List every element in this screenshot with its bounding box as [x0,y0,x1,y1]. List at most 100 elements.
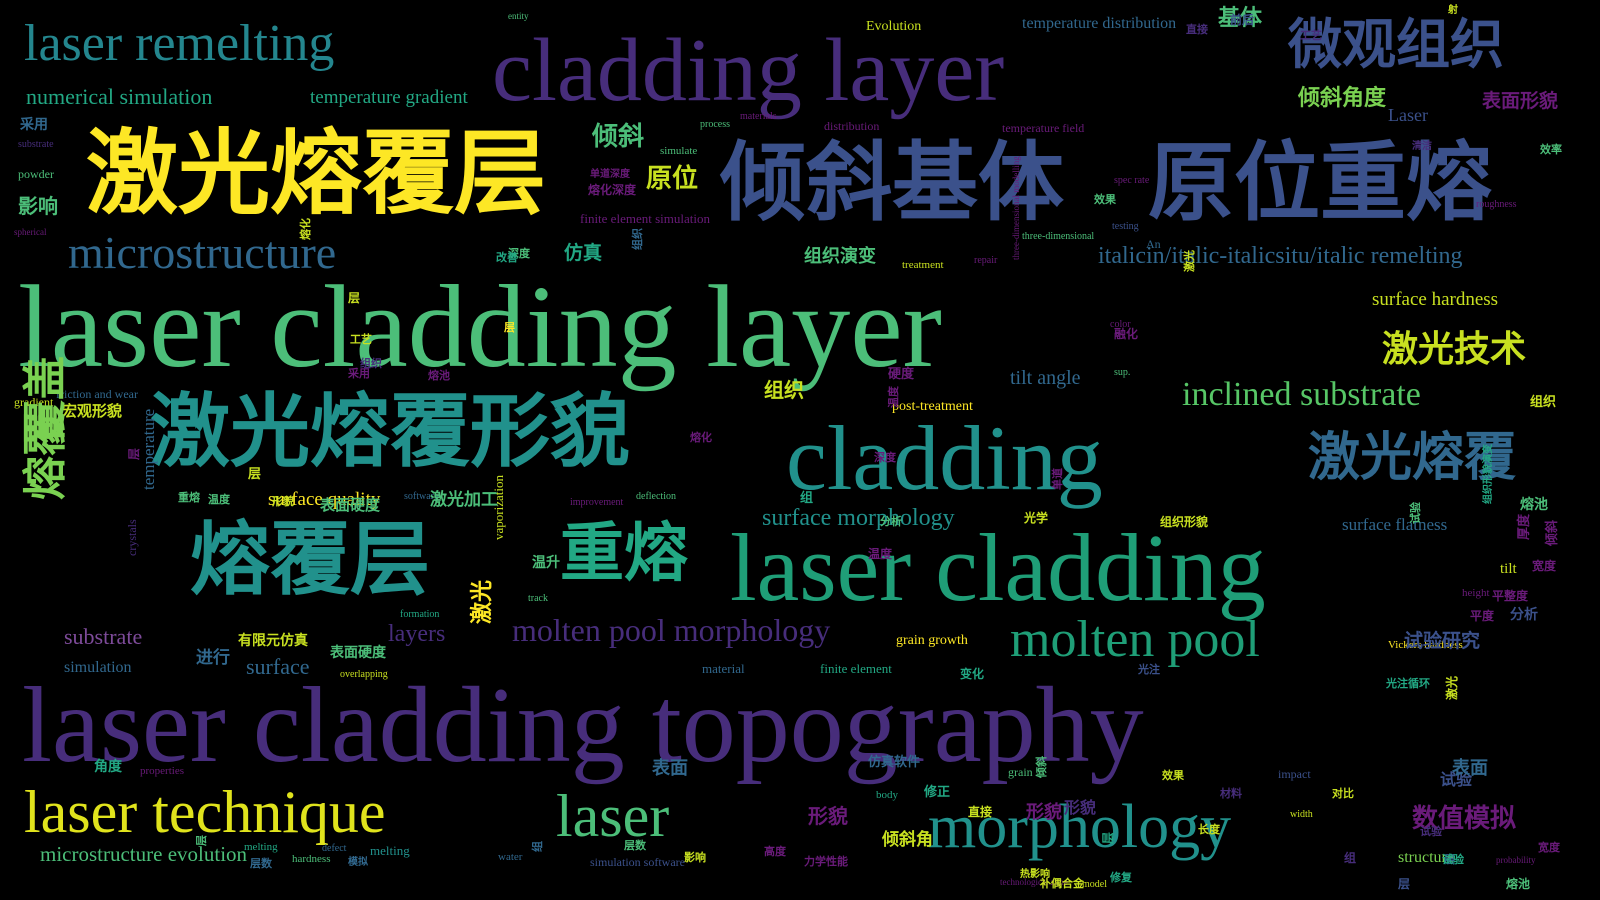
word-16: 激光熔覆 [1308,428,1517,488]
word-24: numerical simulation [26,84,213,109]
word-131: 层 [248,467,262,482]
word-79: technological zone [1000,877,1068,887]
word-76: height [1462,587,1490,599]
word-41: finite element [820,661,892,676]
word-125: 光注 [1138,663,1160,676]
word-88: 仿真 [564,242,603,264]
word-9: 熔覆层 [190,513,430,606]
word-116: 平度 [1470,609,1495,623]
word-44: Laser [1388,105,1428,125]
word-159: 试验 [1409,502,1422,524]
word-42: finite element simulation [580,211,710,226]
word-178: 对比 [1332,787,1354,800]
word-81: 倾斜角度 [1298,86,1387,111]
word-45: material [702,661,745,676]
word-50: gradient [14,395,54,409]
word-164: three-dimensional modelling [1011,156,1021,260]
word-87: 组织 [764,378,804,402]
word-43: Evolution [866,19,922,34]
word-153: 层 [504,321,515,334]
word-77: defect [322,843,347,854]
word-22: italicin/italic-italicsitu/italic remelt… [1098,243,1463,269]
word-11: laser [556,783,670,849]
word-139: 射 [1448,5,1458,16]
word-168: 单道 [1051,468,1064,490]
word-136: sup. [1114,367,1131,378]
word-105: 角度 [94,759,122,775]
word-135: 融化 [1114,327,1139,341]
word-119: 变化 [960,667,985,681]
word-1: laser cladding topography [22,666,1144,785]
word-95: 进行 [196,648,230,668]
word-182: 形貌 [1026,802,1062,823]
word-58: Vickers hardness [1388,639,1463,651]
word-197: 层数 [250,857,272,870]
word-152: 层 [348,291,361,305]
word-118: 光注循环 [1386,677,1430,690]
word-62: simulate [660,145,698,157]
word-166: 温度 [887,386,900,408]
word-60: treatment [902,259,944,271]
word-132: 组织 [1530,395,1557,410]
word-150: 采用 [348,367,370,380]
word-84: 倾斜 [592,122,645,152]
word-121: 直接 [968,805,993,819]
word-162: 厚度 [1517,513,1532,540]
word-102: 试验 [1440,770,1473,789]
word-194: 效果 [1162,769,1184,782]
word-78: water [498,851,523,863]
word-4: cladding [786,407,1103,509]
word-123: 力学性能 [804,855,848,868]
word-37: crystals [125,519,139,556]
word-188: 层 [1444,853,1455,866]
word-169: 熔化 [299,218,312,240]
word-55: properties [140,765,184,777]
word-31: surface quality [268,489,381,510]
word-30: tilt angle [1010,367,1081,389]
word-128: 组织形貌 [1160,515,1209,529]
word-180: 修复 [1110,871,1132,884]
word-12: morphology [928,793,1232,861]
word-36: temperature [139,408,158,490]
word-149: 熔化 [690,431,712,444]
word-26: microstructure evolution [40,842,248,866]
word-196: 模拟 [348,857,368,868]
word-49: friction and wear [56,387,138,401]
word-114: 平整度 [1492,589,1529,603]
word-69: testing [1112,221,1139,232]
word-29: surface flatness [1342,515,1448,534]
word-111: 温升 [532,555,560,571]
word-117: tilt [1500,561,1517,577]
word-158: 温度 [208,493,230,506]
word-5: 激光熔覆层 [86,120,547,227]
word-94: 有限元仿真 [238,633,308,649]
word-127: 光学 [1024,511,1049,525]
word-148: 改善 [496,251,518,264]
word-113: 宽度 [1532,559,1557,573]
word-34: layers [388,621,446,647]
word-13: molten pool [1010,611,1260,668]
word-82: 表面形貌 [1482,90,1559,112]
word-120: 修正 [924,785,951,800]
word-157: 重熔 [178,491,200,504]
word-56: impact [1278,767,1311,781]
word-146: An [1146,237,1161,251]
word-32: substrate [64,624,143,649]
word-181: 补偶合金 [1040,877,1084,890]
word-46: materials [740,111,777,122]
word-59: repair [974,255,998,266]
word-170: 层 [195,835,208,846]
word-193: 形貌 [1064,798,1097,817]
word-147: 深度 [508,247,530,260]
word-19: molten pool morphology [512,612,831,648]
word-96: 表面硬度 [330,645,386,661]
word-183: width [1290,809,1313,820]
word-72: deflection [636,491,676,502]
word-0: laser cladding layer [18,261,942,392]
word-140: 前后 [1230,13,1255,27]
word-65: substrate [18,139,54,150]
word-80: body [876,789,898,801]
word-115: 分析 [1510,607,1538,623]
word-161: 倾斜 [1545,519,1560,546]
